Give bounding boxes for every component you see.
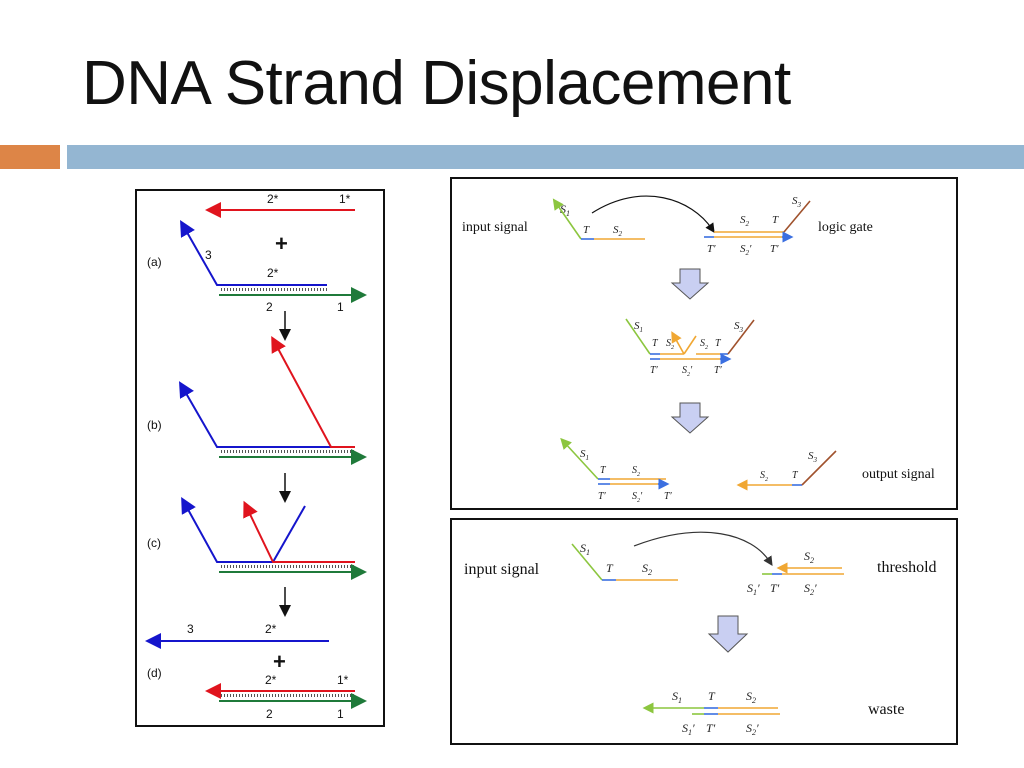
output-signal-label: output signal [862, 467, 935, 482]
tprime-label: T′ [664, 491, 673, 502]
s1-strand [552, 198, 582, 240]
logic-gate-panel: input signal S1 T S2 S2 T S3 T′ S2′ T′ l… [450, 177, 958, 510]
s2-displaced [671, 331, 685, 355]
input-signal-label: input signal [464, 561, 540, 578]
plus-sign: + [273, 649, 286, 674]
s1-label: S1 [580, 448, 589, 462]
domain-label-1star: 1* [337, 673, 349, 687]
tprime-label: T′ [707, 243, 716, 255]
step-label-b: (b) [147, 418, 162, 432]
invader-strand-red [243, 500, 355, 563]
title-divider-bar [67, 145, 1024, 169]
strand-displacement-steps-diagram: 2* 1* + (a) 3 2* 2 1 (b) (c) 3 2* + (d) … [145, 192, 367, 721]
t-label: T [600, 465, 607, 476]
s2-label: S2 [632, 465, 640, 478]
s2-label: S2 [740, 214, 750, 228]
domain-label-3: 3 [205, 248, 212, 262]
gate-strand-blue-displaced [272, 505, 306, 563]
s2prime-label: S2′ [682, 365, 693, 378]
s2-label: S2 [642, 561, 652, 577]
domain-label-2star: 2* [265, 673, 277, 687]
tprime-label: T′ [598, 491, 607, 502]
domain-label-3: 3 [187, 622, 194, 636]
s2-label: S2 [760, 470, 768, 483]
domain-label-2star: 2* [267, 192, 279, 206]
t-label: T [772, 214, 779, 226]
gate-strand-blue [179, 381, 331, 448]
threshold-diagram: input signal S1 T S2 S2 S1′ T′ S2′ thres… [464, 531, 937, 737]
s2-label: S2 [804, 549, 814, 565]
t-label: T [583, 224, 590, 236]
tprime-label: T′ [706, 721, 716, 735]
s1-strand [560, 437, 599, 480]
t-label: T [792, 470, 799, 481]
logic-gate-label: logic gate [818, 220, 873, 235]
base-pairing [219, 565, 355, 568]
tprime-label: T′ [650, 365, 659, 376]
s1-strand [571, 543, 603, 581]
base-pairing [219, 694, 355, 697]
domain-label-2star: 2* [267, 266, 279, 280]
t-label: T [708, 689, 716, 703]
down-arrow-icon [670, 402, 710, 434]
s1-label: S1 [672, 689, 682, 705]
s3-label: S3 [734, 320, 744, 334]
s1-label: S1 [580, 541, 590, 557]
threshold-label: threshold [877, 559, 937, 576]
s2prime-label: S2′ [804, 581, 817, 597]
s2prime-label: S2′ [740, 243, 752, 257]
step-label-d: (d) [147, 666, 162, 680]
down-arrow-icon [707, 615, 749, 653]
binding-arrow [633, 531, 773, 567]
s2-label: S2 [746, 689, 756, 705]
down-arrow-icon [670, 268, 710, 300]
s3-label: S3 [808, 450, 818, 464]
t-label: T [715, 338, 722, 349]
t-label: T [606, 561, 614, 575]
s3-strand [783, 200, 811, 233]
input-signal-label: input signal [462, 220, 528, 235]
invader-strand-red [271, 335, 355, 448]
domain-label-1: 1 [337, 300, 344, 314]
s2-displaced [683, 335, 697, 355]
step-label-a: (a) [147, 255, 162, 269]
plus-sign: + [275, 231, 288, 256]
domain-label-2star: 2* [265, 622, 277, 636]
logic-gate-diagram: input signal S1 T S2 S2 T S3 T′ S2′ T′ l… [462, 195, 935, 504]
s1prime-label: S1′ [682, 721, 695, 737]
waste-label: waste [868, 701, 904, 718]
accent-bar [0, 145, 60, 169]
threshold-panel: input signal S1 T S2 S2 S1′ T′ S2′ thres… [450, 518, 958, 745]
s2prime-label: S2′ [746, 721, 759, 737]
domain-label-1star: 1* [339, 192, 351, 206]
tprime-label: T′ [770, 581, 780, 595]
binding-arrow [591, 195, 715, 233]
s1-strand [625, 318, 651, 355]
strand-displacement-steps-panel: 2* 1* + (a) 3 2* 2 1 (b) (c) 3 2* + (d) … [135, 189, 385, 727]
tprime-label: T′ [770, 243, 779, 255]
s1prime-label: S1′ [747, 581, 760, 597]
s2-label: S2 [700, 338, 708, 351]
step-label-c: (c) [147, 536, 161, 550]
tprime-label: T′ [714, 365, 723, 376]
s2prime-label: S2′ [632, 491, 643, 504]
t-label: T [652, 338, 659, 349]
s2-label: S2 [613, 224, 623, 238]
s2-label: S2 [666, 338, 674, 351]
s3-label: S3 [792, 195, 802, 209]
domain-label-2: 2 [266, 707, 273, 721]
gate-strand-blue [181, 496, 273, 563]
domain-label-1: 1 [337, 707, 344, 721]
domain-label-2: 2 [266, 300, 273, 314]
s3-strand [727, 319, 755, 355]
gate-strand-blue [180, 220, 327, 286]
output-s3-strand [801, 450, 837, 486]
base-pairing [219, 450, 355, 453]
s1-label: S1 [634, 320, 643, 334]
base-pairing [219, 288, 327, 291]
slide-title: DNA Strand Displacement [82, 49, 791, 118]
